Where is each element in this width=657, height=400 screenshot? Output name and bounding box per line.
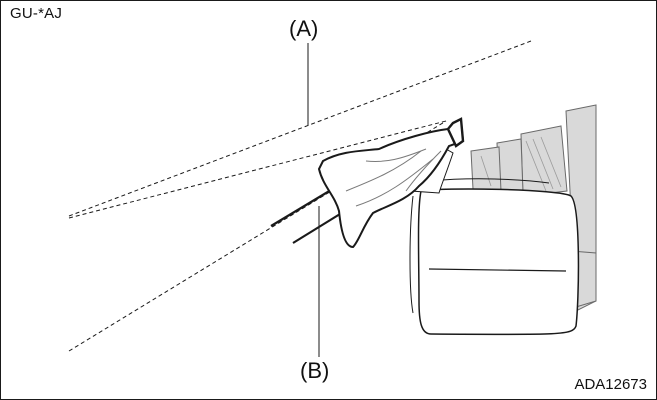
lower-range-line <box>68 120 447 352</box>
upper-range-line-a <box>68 40 532 217</box>
figure-id-label: ADA12673 <box>574 376 647 393</box>
corner-code-label: GU-*AJ <box>10 5 63 22</box>
lever-cover <box>317 119 465 249</box>
lever-tip <box>446 117 465 148</box>
seat-seam <box>428 268 567 272</box>
seat-side-edge <box>409 195 414 314</box>
cover-folds <box>345 148 442 207</box>
callout-b-label: (B) <box>300 358 330 383</box>
upper-range-line-b <box>68 120 447 219</box>
callout-a-label: (A) <box>289 16 319 41</box>
range-lines <box>68 40 532 352</box>
seat-cushion <box>417 188 580 336</box>
